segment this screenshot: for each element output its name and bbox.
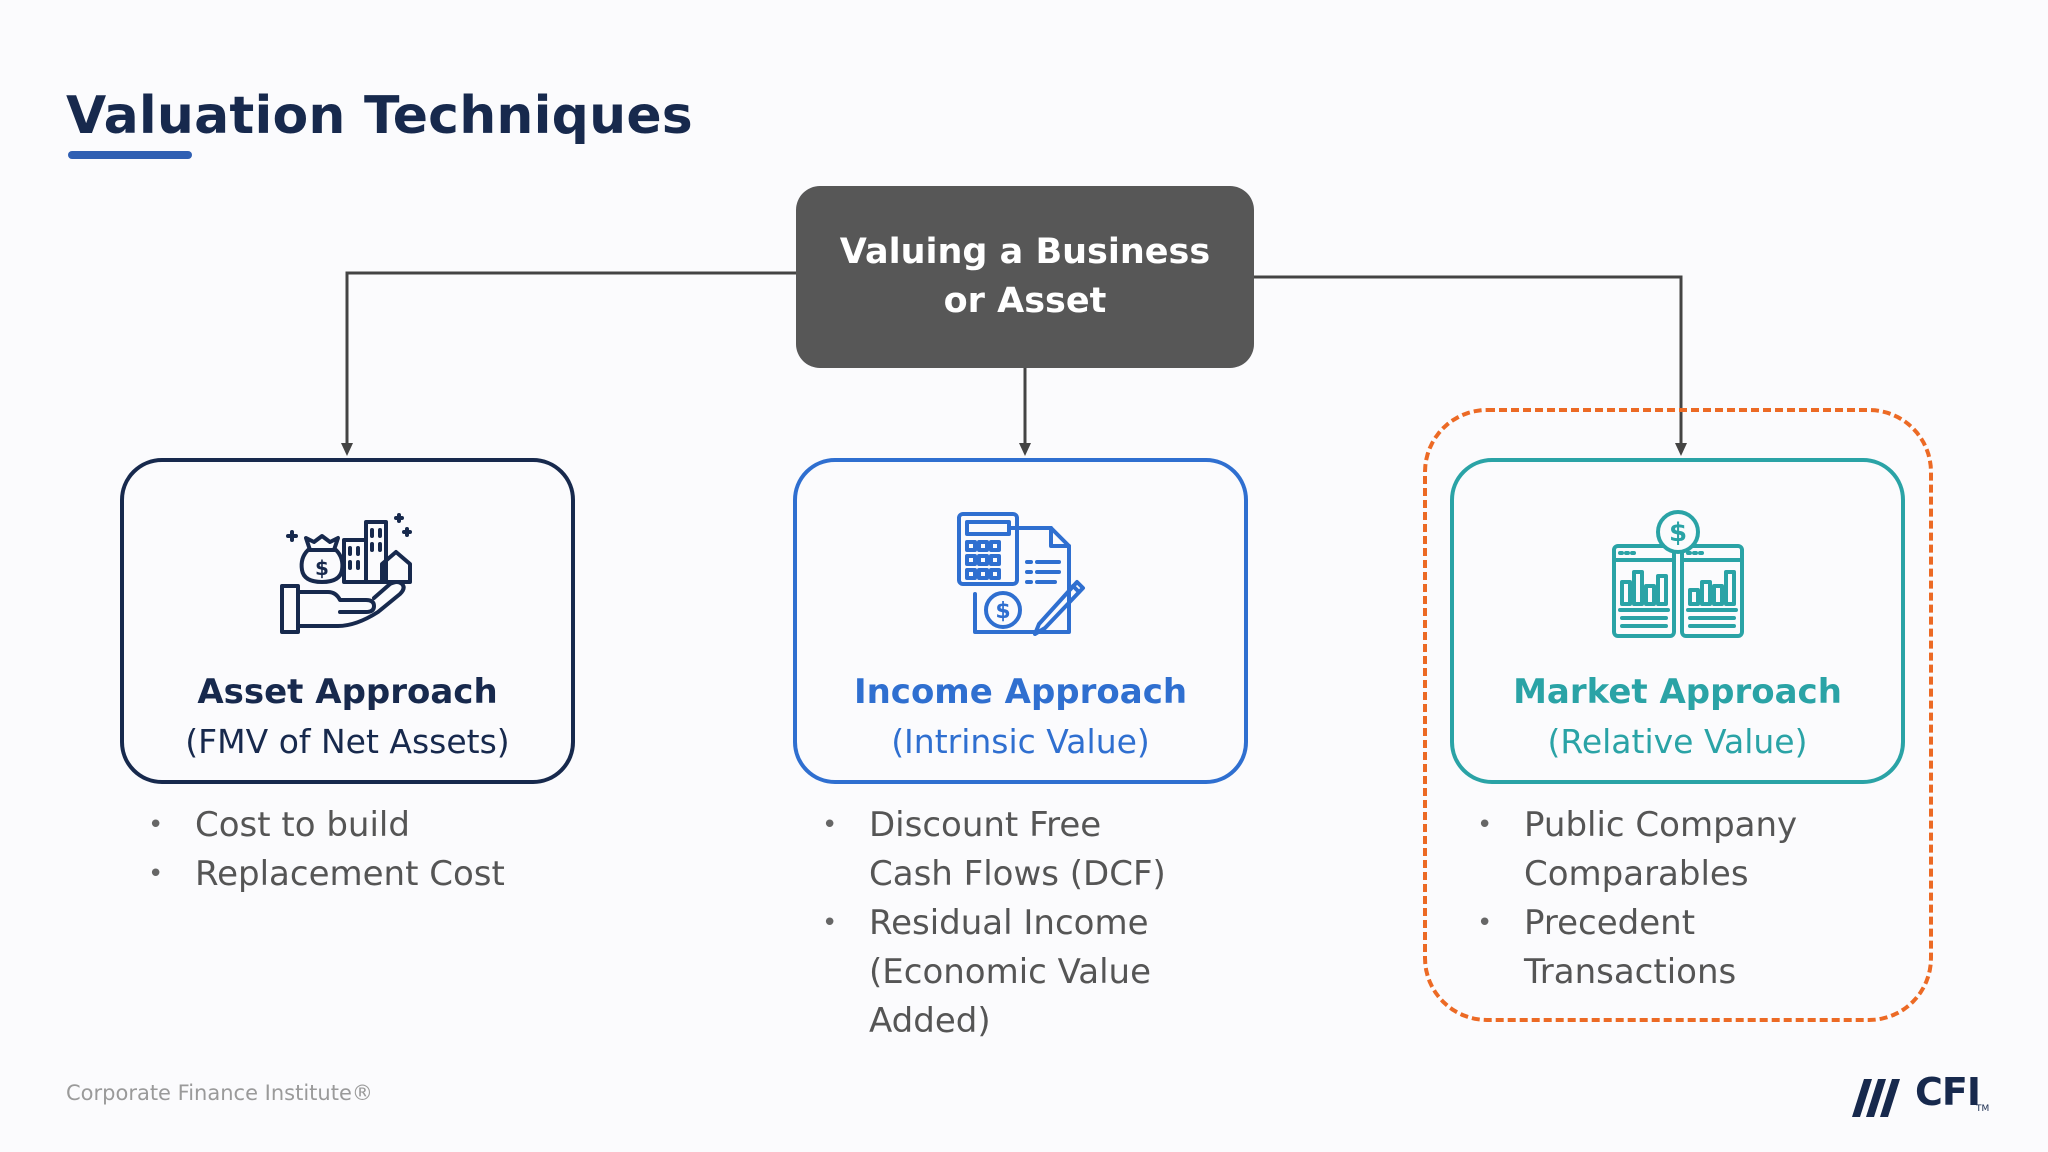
- svg-text:$: $: [315, 556, 329, 580]
- page-title: Valuation Techniques: [66, 86, 693, 146]
- bullet-icon: •: [822, 908, 838, 938]
- asset-approach-list: •Cost to build •Replacement Cost: [148, 801, 568, 899]
- asset-approach-subheading: (FMV of Net Assets): [185, 722, 510, 761]
- bullet-icon: •: [148, 859, 164, 889]
- list-item: •Replacement Cost: [148, 850, 568, 899]
- cfi-logo-text: CFI: [1915, 1070, 1981, 1114]
- svg-text:$: $: [1668, 518, 1686, 548]
- list-item: •Public Company Comparables: [1477, 801, 1807, 899]
- income-approach-subheading: (Intrinsic Value): [891, 722, 1150, 761]
- asset-approach-heading: Asset Approach: [197, 672, 498, 712]
- connector-right: [1254, 275, 1683, 447]
- connector-left: [345, 271, 796, 447]
- root-node: Valuing a Business or Asset: [796, 186, 1254, 368]
- market-approach-highlight: [1423, 408, 1933, 1022]
- cfi-logo-mark-icon: [1852, 1079, 1900, 1117]
- footer-text: Corporate Finance Institute®: [66, 1081, 373, 1105]
- asset-approach-card: $ Asset Approach (FMV of Net Assets): [120, 458, 575, 784]
- market-approach-heading: Market Approach: [1513, 672, 1842, 712]
- income-approach-heading: Income Approach: [853, 672, 1188, 712]
- bullet-icon: •: [148, 810, 164, 840]
- comparison-charts-dollar-icon: $: [1611, 510, 1744, 638]
- arrowhead-center: [1019, 443, 1031, 456]
- bullet-icon: •: [1477, 810, 1493, 840]
- list-item: •Precedent Transactions: [1477, 899, 1807, 997]
- market-approach-list: •Public Company Comparables •Precedent T…: [1477, 801, 1807, 997]
- list-item: •Discount Free Cash Flows (DCF): [822, 801, 1182, 899]
- cfi-logo-tm: TM: [1976, 1104, 1990, 1114]
- hand-holding-money-bag-buildings-icon: $: [279, 513, 412, 634]
- market-approach-card: $ Market Approach (Relative Value): [1450, 458, 1905, 784]
- bullet-icon: •: [1477, 908, 1493, 938]
- market-approach-subheading: (Relative Value): [1547, 722, 1808, 761]
- root-node-label: Valuing a Business or Asset: [839, 232, 1211, 321]
- arrowhead-left: [341, 443, 353, 456]
- list-item: •Cost to build: [148, 801, 568, 850]
- income-approach-card: $ Income Approach (Intrinsic Value): [793, 458, 1248, 784]
- bullet-icon: •: [822, 810, 838, 840]
- calculator-document-dollar-pen-icon: $: [956, 512, 1085, 636]
- income-approach-list: •Discount Free Cash Flows (DCF) •Residua…: [822, 801, 1182, 1046]
- list-item: •Residual Income (Economic Value Added): [822, 899, 1182, 1046]
- svg-text:$: $: [995, 599, 1010, 624]
- title-underline: [68, 151, 192, 159]
- arrowhead-right: [1675, 443, 1687, 456]
